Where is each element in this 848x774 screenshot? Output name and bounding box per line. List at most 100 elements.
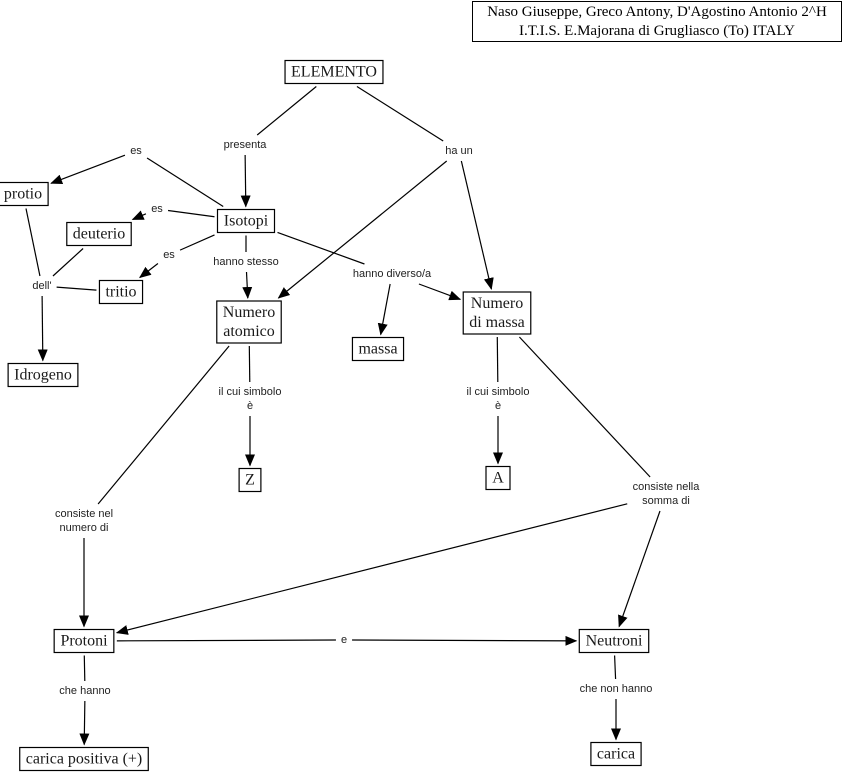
linking-label: che non hanno [580, 683, 653, 695]
concept-label: Neutroni [586, 633, 643, 650]
connector-numero-di-massa-simbolo-a [496, 336, 499, 383]
concept-box [284, 59, 384, 85]
concept-box [98, 279, 144, 305]
connector-tritio-dell [56, 286, 97, 291]
connector-isotopi-es-protio [146, 157, 224, 208]
linking-phrase-consiste-nel[interactable]: consiste nel numero di [51, 506, 117, 536]
concept-carica-positiva[interactable]: carica positiva (+) [19, 746, 149, 772]
connector-es-deuterio-deuterio [131, 210, 147, 221]
linking-label: e [341, 634, 347, 646]
connector-elemento-ha-un [356, 85, 444, 142]
linking-label: es [130, 145, 142, 157]
connector-e-neutroni [352, 635, 578, 646]
connector-deuterio-dell [52, 248, 84, 277]
linking-label: è [247, 400, 253, 412]
linking-bg [126, 143, 146, 159]
concept-label: A [492, 470, 504, 487]
concept-label: massa [358, 341, 397, 358]
connector-es-tritio-tritio [139, 263, 159, 279]
linking-phrase-es-deuterio[interactable]: es [147, 201, 167, 217]
linking-bg [147, 201, 167, 217]
connector-presenta-isotopi [240, 154, 251, 208]
concept-elemento[interactable]: ELEMENTO [284, 59, 384, 85]
linking-phrase-che-hanno[interactable]: che hanno [56, 683, 114, 699]
linking-phrase-che-non-hanno[interactable]: che non hanno [576, 681, 656, 697]
concept-label: protio [4, 186, 42, 203]
concept-a[interactable]: A [485, 465, 511, 491]
connector-numero-di-massa-consiste-nella [518, 336, 651, 478]
concept-label: Idrogeno [14, 367, 72, 384]
connector-es-protio-protio [50, 154, 126, 185]
concept-box [66, 221, 132, 247]
concept-numero-atomico[interactable]: Numero atomico [216, 300, 282, 344]
credit-authors: Naso Giuseppe, Greco Antony, D'Agostino … [487, 4, 827, 20]
connector-consiste-nella-neutroni [618, 510, 661, 628]
linking-label: es [151, 203, 163, 215]
concept-neutroni[interactable]: Neutroni [578, 628, 650, 654]
linking-phrase-dell[interactable]: dell' [29, 278, 55, 294]
concept-massa[interactable]: massa [351, 336, 405, 362]
connector-isotopi-es-tritio [179, 234, 215, 251]
linking-label: hanno stesso [213, 256, 278, 268]
concept-box [462, 291, 532, 335]
concept-label: deuterio [73, 226, 125, 243]
concept-box [590, 741, 642, 767]
linking-bg [337, 632, 351, 648]
linking-phrase-hanno-diverso[interactable]: hanno diverso/a [349, 266, 435, 282]
concept-label: Z [245, 472, 255, 489]
linking-bg [51, 506, 117, 536]
concept-box [351, 336, 405, 362]
linking-bg [56, 683, 114, 699]
linking-phrase-ha-un[interactable]: ha un [442, 143, 476, 159]
connector-neutroni-che-non-hanno [614, 655, 617, 680]
connector-numero-atomico-consiste-nel [97, 345, 230, 505]
concept-label: Numero [223, 304, 275, 321]
concept-box [238, 467, 262, 493]
connector-ha-un-numero-di-massa [460, 160, 494, 290]
linking-label: dell' [32, 280, 51, 292]
concept-label: atomico [223, 323, 275, 340]
concept-idrogeno[interactable]: Idrogeno [7, 362, 79, 388]
linking-phrase-hanno-stesso[interactable]: hanno stesso [210, 254, 282, 270]
concept-z[interactable]: Z [238, 467, 262, 493]
connector-consiste-nella-protoni [115, 503, 628, 635]
linking-label: presenta [224, 139, 268, 151]
concept-label: tritio [105, 284, 136, 301]
concept-tritio[interactable]: tritio [98, 279, 144, 305]
concept-deuterio[interactable]: deuterio [66, 221, 132, 247]
linking-bg [463, 384, 533, 414]
linking-label: consiste nel [55, 508, 113, 520]
linking-phrase-es-tritio[interactable]: es [159, 247, 179, 263]
linking-phrase-presenta[interactable]: presenta [220, 137, 270, 153]
linking-label: il cui simbolo [467, 386, 530, 398]
connector-isotopi-es-deuterio [167, 209, 215, 218]
concept-box [216, 300, 282, 344]
concept-box [578, 628, 650, 654]
linking-phrase-es-protio[interactable]: es [126, 143, 146, 159]
linking-bg [629, 479, 703, 509]
concept-box [7, 362, 79, 388]
concept-isotopi[interactable]: Isotopi [216, 208, 276, 234]
concept-protoni[interactable]: Protoni [53, 628, 115, 654]
concept-label: Numero [471, 295, 523, 312]
concept-carica[interactable]: carica [590, 741, 642, 767]
concept-box [53, 628, 115, 654]
concept-protio[interactable]: protio [0, 181, 49, 207]
linking-label: numero di [60, 522, 109, 534]
connector-elemento-presenta [256, 86, 317, 136]
linking-phrase-e[interactable]: e [337, 632, 351, 648]
connector-hanno-diverso-massa [377, 283, 391, 336]
concept-box [485, 465, 511, 491]
linking-label: ha un [445, 145, 473, 157]
concept-label: Protoni [60, 633, 108, 650]
linking-bg [220, 137, 270, 153]
credit-school: I.T.I.S. E.Majorana di Grugliasco (To) I… [519, 23, 795, 39]
concept-box [0, 181, 49, 207]
concept-box [216, 208, 276, 234]
linking-bg [215, 384, 285, 414]
